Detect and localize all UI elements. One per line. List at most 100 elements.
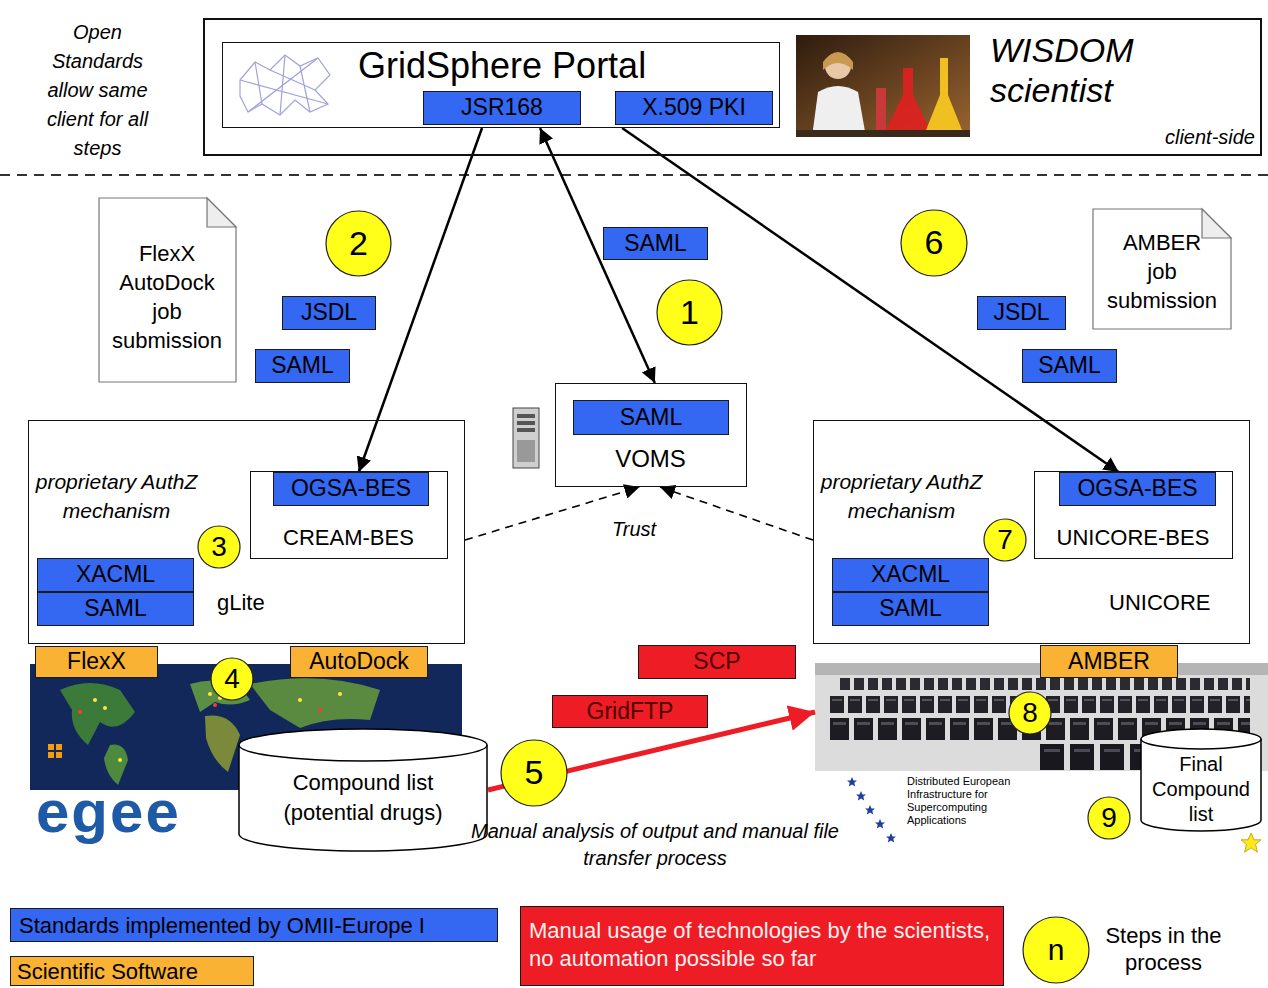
middleware-box: proprietary AuthZ mechanismUNICORE UNICOR… bbox=[813, 420, 1250, 644]
standard-tag: OGSA-BES bbox=[273, 472, 429, 506]
side-note-slot: Open Standards allow same client for all… bbox=[30, 18, 165, 163]
callout-number: 2 bbox=[349, 225, 368, 262]
node-text: SAML bbox=[879, 596, 942, 621]
transfer-tag: GridFTP bbox=[552, 695, 708, 728]
service-box: CREAM-BES OGSA-BES bbox=[250, 471, 448, 559]
standard-tag: JSDL bbox=[282, 296, 376, 330]
callout-number: 1 bbox=[680, 294, 699, 331]
node-text: SAML bbox=[84, 596, 147, 621]
portal-box: GridSphere PortalJSR168 X.509 PKI bbox=[222, 42, 780, 128]
text-slot: client-side bbox=[1085, 124, 1255, 150]
callout-number: 3 bbox=[211, 532, 227, 563]
text-slot: Distributed European Infrastructure for … bbox=[907, 775, 1032, 827]
legend-symbol: n bbox=[1022, 933, 1090, 967]
server-icon bbox=[513, 408, 539, 468]
software-tag: FlexX bbox=[35, 646, 158, 678]
legend-text: Scientific Software bbox=[17, 957, 247, 987]
standard-tag: X.509 PKI bbox=[615, 91, 773, 125]
node-text: client-side bbox=[1085, 124, 1255, 150]
legend-text: Manual usage of technologies by the scie… bbox=[529, 917, 995, 973]
legend-text: Steps in the process bbox=[1096, 922, 1231, 976]
text-slot: UNICORE bbox=[1109, 589, 1234, 617]
node-text: AMBER bbox=[1068, 649, 1150, 674]
highlight-star bbox=[1241, 833, 1261, 852]
step-number: 5 bbox=[500, 739, 568, 807]
node-text: X.509 PKI bbox=[642, 95, 746, 120]
job-document: AMBER job submission bbox=[1092, 208, 1232, 330]
molecule-illustration bbox=[240, 55, 330, 115]
node-text: JSR168 bbox=[461, 95, 543, 120]
text-slot: AMBER job submission bbox=[1106, 228, 1218, 315]
process-note-slot: Manual analysis of output and manual fil… bbox=[470, 818, 840, 872]
step-number: 6 bbox=[900, 209, 968, 277]
node-text: VOMS bbox=[556, 444, 745, 474]
standard-tag: JSR168 bbox=[423, 91, 581, 125]
software-tag: AutoDock bbox=[290, 646, 428, 678]
callout-number: 4 bbox=[224, 664, 240, 695]
node-text: SAML bbox=[620, 405, 683, 430]
trust-link bbox=[660, 487, 813, 540]
boundary-line bbox=[0, 174, 1268, 176]
node-text: proprietary AuthZ mechanism bbox=[819, 467, 984, 525]
node-text: CREAM-BES bbox=[251, 524, 446, 552]
step-number: 7 bbox=[983, 518, 1027, 562]
node-text: AMBER job submission bbox=[1106, 228, 1218, 315]
standard-tag: SAML bbox=[1022, 349, 1117, 383]
node-text: UNICORE-BES bbox=[1035, 524, 1231, 552]
text-slot: FlexX AutoDock job submission bbox=[111, 239, 223, 355]
supercomputer-photo bbox=[815, 663, 1268, 843]
side-note: Open Standards allow same client for all… bbox=[30, 18, 165, 163]
logo-text: egee bbox=[36, 780, 236, 844]
callout-number: 9 bbox=[1101, 803, 1117, 834]
standard-tag: SAML bbox=[832, 592, 989, 626]
text-slot: WISDOM scientist bbox=[990, 30, 1220, 110]
text-slot: VOMS bbox=[556, 444, 745, 474]
legend-swatch: Manual usage of technologies by the scie… bbox=[520, 906, 1004, 986]
process-note: Manual analysis of output and manual fil… bbox=[470, 818, 840, 872]
node-text: proprietary AuthZ mechanism bbox=[34, 467, 199, 525]
node-text: WISDOM scientist bbox=[990, 30, 1220, 110]
node-text: UNICORE bbox=[1109, 589, 1234, 617]
standard-tag: OGSA-BES bbox=[1059, 472, 1216, 506]
node-text: JSDL bbox=[301, 300, 357, 325]
middleware-box: proprietary AuthZ mechanism gLite CREAM-BE… bbox=[28, 420, 465, 644]
node-text: OGSA-BES bbox=[1077, 476, 1197, 501]
step-number: 1 bbox=[656, 279, 723, 346]
node-text: SAML bbox=[271, 353, 334, 378]
service-box: UNICORE-BES OGSA-BES bbox=[1034, 471, 1233, 559]
legend-symbol-slot: n bbox=[1022, 933, 1090, 967]
node-text: Distributed European Infrastructure for … bbox=[907, 775, 1032, 827]
node-text: Compound list (potential drugs) bbox=[263, 768, 463, 828]
scientist-photo bbox=[796, 35, 970, 137]
text-slot: Compound list (potential drugs) bbox=[263, 768, 463, 828]
node-text: AutoDock bbox=[309, 649, 409, 674]
voms-server-box: VOMS SAML bbox=[555, 383, 747, 487]
text-slot: Final Compound list bbox=[1146, 752, 1256, 827]
text-slot: proprietary AuthZ mechanism bbox=[34, 467, 199, 525]
step-number: 3 bbox=[197, 525, 241, 569]
node-text: gLite bbox=[217, 589, 307, 617]
legend-swatch: Standards implemented by OMII-Europe I bbox=[10, 908, 498, 942]
node-text: FlexX bbox=[67, 649, 126, 674]
node-text: SAML bbox=[624, 231, 687, 256]
node-text: FlexX AutoDock job submission bbox=[111, 239, 223, 355]
standard-tag: SAML bbox=[37, 592, 194, 626]
step-number: 9 bbox=[1087, 796, 1131, 840]
database-cylinder: Compound list (potential drugs) bbox=[238, 728, 488, 852]
text-slot: CREAM-BES bbox=[251, 524, 446, 552]
legend-entry: Steps in the process bbox=[1096, 922, 1231, 976]
node-text: XACML bbox=[871, 562, 950, 587]
standard-tag: JSDL bbox=[977, 296, 1066, 330]
legend-step-circle bbox=[1023, 917, 1089, 983]
text-slot: gLite bbox=[217, 589, 307, 617]
standard-tag: SAML bbox=[603, 227, 708, 260]
client-region: WISDOM scientist client-side GridSphere Po… bbox=[203, 18, 1262, 156]
node-text: GridSphere Portal bbox=[358, 45, 768, 87]
node-text: JSDL bbox=[993, 300, 1049, 325]
standard-tag: XACML bbox=[37, 558, 194, 592]
node-text: SCP bbox=[693, 649, 740, 674]
edge-note: Trust bbox=[612, 516, 692, 542]
callout-number: 8 bbox=[1022, 698, 1038, 729]
standard-tag: SAML bbox=[573, 400, 729, 435]
